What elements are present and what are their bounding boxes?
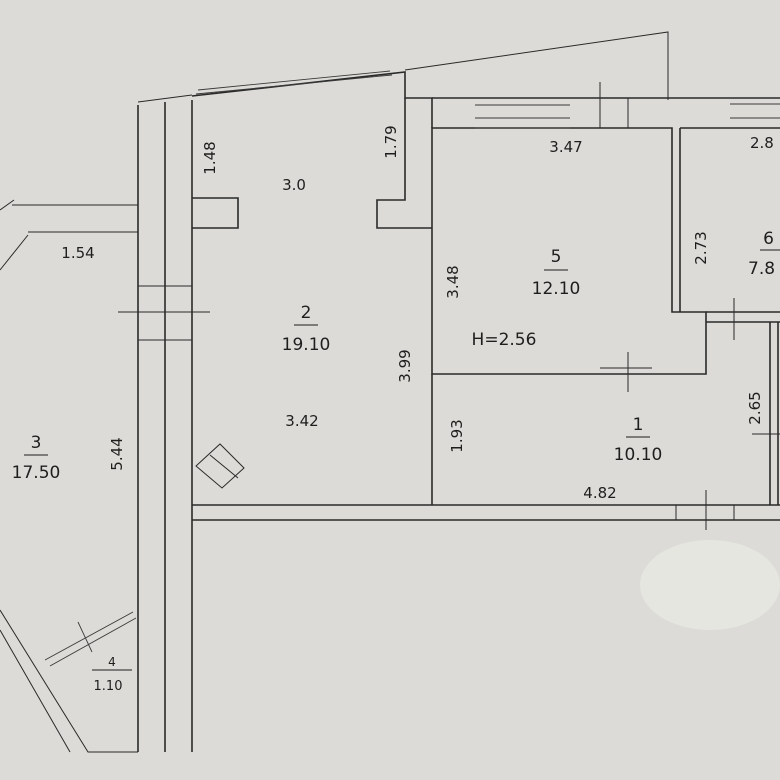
room4-number: 4 (108, 655, 116, 669)
dim-3-0: 3.0 (282, 176, 306, 194)
room1-walls (431, 374, 780, 506)
room5-number: 5 (551, 247, 562, 267)
room6-window (730, 103, 780, 119)
upper-balcony-outline (404, 31, 669, 100)
room3-number: 3 (31, 433, 42, 453)
room1-number: 1 (633, 415, 644, 435)
dim-1-93: 1.93 (448, 419, 466, 452)
room2-right-notch (376, 98, 432, 229)
dim-2-65: 2.65 (746, 391, 764, 424)
dim-2-8: 2.8 (750, 134, 774, 152)
room5-wall-mark (599, 82, 629, 128)
dim-4-82: 4.82 (583, 484, 616, 502)
dim-1-79: 1.79 (382, 125, 400, 158)
room6-number: 6 (763, 229, 774, 249)
dim-1-54: 1.54 (61, 244, 94, 262)
dim-5-44: 5.44 (108, 437, 126, 470)
room2-area: 19.10 (282, 335, 331, 355)
dim-3-47: 3.47 (549, 138, 582, 156)
dimension-labels: 1.48 3.0 1.79 3.47 2.8 1.54 3.48 2.73 3.… (61, 125, 774, 502)
loggia-window (44, 611, 137, 667)
room6-walls (679, 127, 780, 323)
room2-corner-fixture (195, 443, 245, 489)
glare-spot (640, 540, 780, 630)
room5-window (475, 104, 570, 129)
room2-number: 2 (301, 303, 312, 323)
loggia-diagonal-wall (0, 609, 138, 753)
room2-window (195, 70, 393, 95)
room4-area: 1.10 (94, 679, 123, 694)
room1-area: 10.10 (614, 445, 663, 465)
column-window (118, 94, 210, 341)
room6-area: 7.8 (748, 259, 775, 279)
room1-right-wall (769, 322, 779, 505)
room5-area: 12.10 (532, 279, 581, 299)
walls (0, 31, 780, 753)
room-labels: 3 17.50 2 19.10 5 12.10 1 10.10 6 7.8 4 … (12, 229, 780, 694)
loggia-diagonal-inner (0, 629, 71, 753)
central-column-wall (137, 100, 193, 752)
loggia-upper-wall (0, 199, 138, 271)
ceiling-height-label: H=2.56 (472, 330, 537, 350)
room2-left-notch (192, 197, 239, 229)
room1-door-mark (600, 352, 652, 392)
dim-3-48: 3.48 (444, 265, 462, 298)
dim-1-48: 1.48 (201, 141, 219, 174)
dim-2-73: 2.73 (692, 231, 710, 264)
room3-area: 17.50 (12, 463, 61, 483)
dim-3-42: 3.42 (285, 412, 318, 430)
lower-door-mark (675, 490, 735, 530)
dim-3-99: 3.99 (396, 349, 414, 382)
